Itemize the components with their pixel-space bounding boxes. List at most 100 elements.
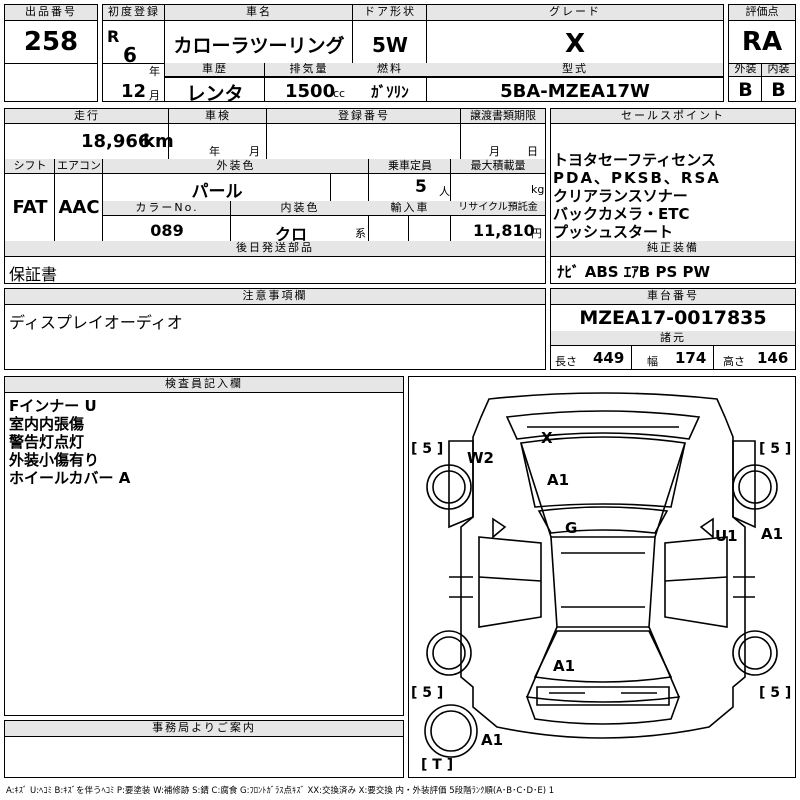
- doors-label: ドア形状: [353, 5, 427, 21]
- tire-rear-left: [ 5 ]: [411, 685, 444, 701]
- aircon-value: AAC: [58, 197, 100, 218]
- color-no-value: 089: [150, 221, 184, 240]
- model-name: カローラツーリング: [173, 35, 345, 57]
- registration-label: 登録番号: [267, 109, 461, 124]
- car-diagram: X W2 A1 G U1 A1 A1 A1 [ 5 ] [ 5 ] [ 5 ] …: [408, 376, 796, 778]
- inspector-line: 警告灯点灯: [9, 433, 85, 451]
- interior-label: 内装: [762, 63, 795, 77]
- color-no-label: カラーNo.: [103, 201, 231, 216]
- notes-box: 注意事項欄 ディスプレイオーディオ: [4, 288, 546, 370]
- model-name-label: 車名: [165, 5, 353, 21]
- vehicle-info-grid: 初度登録 車名 ドア形状 グレード R 6 年 カローラツーリング 5W X 車…: [102, 4, 724, 105]
- inspector-line: 外装小傷有り: [9, 451, 100, 469]
- fuel-value: ｶﾞｿﾘﾝ: [371, 83, 409, 101]
- grade-value: X: [564, 29, 586, 59]
- displacement-unit: cc: [333, 87, 346, 100]
- sales-point-line: トヨタセーフティセンス: [553, 151, 716, 169]
- fuel-label: 燃料: [353, 63, 427, 77]
- inspector-line: 室内内張傷: [9, 415, 85, 433]
- legend-text: A:ｷｽﾞ U:ﾍｺﾐ B:ｷｽﾞを伴うﾍｺﾐ P:要塗装 W:補修跡 S:錆 …: [6, 786, 555, 796]
- mark-rear-left: A1: [481, 731, 504, 749]
- era-mark: R: [107, 27, 120, 46]
- transfer-month-unit: 月: [489, 145, 500, 158]
- score-value: RA: [741, 27, 783, 57]
- exterior-score: B: [738, 79, 753, 101]
- shift-label: シフト: [5, 159, 55, 174]
- model-code-label: 型式: [427, 63, 723, 77]
- ext-color-value: パール: [191, 182, 243, 202]
- inspector-line: Fインナー U: [9, 397, 97, 415]
- model-code: 5BA-MZEA17W: [500, 81, 650, 102]
- sales-point-line: バックカメラ・ETC: [553, 205, 690, 223]
- sales-point-line: PDA、PKSB、RSA: [553, 169, 721, 187]
- width-value: 174: [675, 349, 707, 367]
- tire-spare: [ T ]: [421, 757, 454, 773]
- notes-label: 注意事項欄: [5, 289, 545, 305]
- equipment-value: ﾅﾋﾞ ABS ｴｱB PS PW: [557, 263, 711, 281]
- sales-points-box: セールスポイント トヨタセーフティセンス PDA、PKSB、RSA クリアランス…: [550, 108, 796, 284]
- capacity-value: 5: [415, 177, 427, 197]
- sales-point-line: プッシュスタート: [553, 223, 674, 241]
- score-label: 評価点: [729, 5, 795, 21]
- month-unit: 月: [149, 89, 160, 102]
- chassis-box: 車台番号 MZEA17-0017835 諸元 長さ 449 幅 174 高さ 1…: [550, 288, 796, 370]
- notes-value: ディスプレイオーディオ: [9, 313, 183, 332]
- mark-front-left-fender: W2: [467, 449, 494, 467]
- max-load-label: 最大積載量: [451, 159, 545, 174]
- capacity-label: 乗車定員: [369, 159, 451, 174]
- tire-rear-right: [ 5 ]: [759, 685, 792, 701]
- mark-trunk: A1: [553, 657, 576, 675]
- lot-number: 258: [23, 27, 79, 57]
- mileage-label: 走行: [5, 109, 169, 124]
- width-label: 幅: [647, 355, 658, 368]
- year-unit: 年: [149, 65, 160, 78]
- first-reg-year: 6: [123, 43, 137, 67]
- inspection-month-unit: 月: [249, 145, 260, 158]
- tire-front-right: [ 5 ]: [759, 441, 792, 457]
- office-label: 事務局よりご案内: [5, 721, 403, 737]
- transfer-day-unit: 日: [527, 145, 538, 158]
- lot-box: 出品番号 258: [4, 4, 98, 102]
- inspection-label: 車検: [169, 109, 267, 124]
- height-value: 146: [757, 349, 789, 367]
- mark-right-edge: A1: [761, 525, 784, 543]
- grade-label: グレード: [427, 5, 723, 21]
- mark-hood: A1: [547, 471, 570, 489]
- later-parts-label: 後日発送部品: [5, 241, 545, 257]
- inspection-year-unit: 年: [209, 145, 220, 158]
- sales-point-line: クリアランスソナー: [553, 187, 688, 205]
- chassis-number: MZEA17-0017835: [579, 307, 767, 329]
- specs-label: 諸元: [551, 331, 795, 346]
- first-reg-label: 初度登録: [103, 5, 165, 21]
- inspector-line: ホイールカバー A: [9, 469, 131, 487]
- int-color-unit: 系: [355, 227, 366, 240]
- shift-value: FAT: [12, 197, 48, 218]
- ext-color-label: 外装色: [103, 159, 369, 174]
- details-grid: 走行 車検 登録番号 譲渡書類期限 18,966 km 年 月 月 日 シフト …: [4, 108, 546, 284]
- mileage-value: 18,966: [81, 131, 151, 152]
- displacement-value: 1500: [285, 81, 336, 102]
- import-car-label: 輸入車: [369, 201, 451, 216]
- car-history: レンタ: [186, 83, 244, 105]
- mark-right-door: U1: [715, 527, 738, 545]
- equipment-label: 純正装備: [551, 241, 795, 257]
- exterior-label: 外装: [729, 63, 762, 77]
- mark-roof: G: [565, 519, 578, 537]
- first-reg-month: 12: [121, 81, 147, 102]
- inspector-label: 検査員記入欄: [5, 377, 403, 393]
- length-label: 長さ: [555, 355, 577, 368]
- chassis-label: 車台番号: [551, 289, 795, 305]
- sales-points-label: セールスポイント: [551, 109, 795, 124]
- interior-score: B: [771, 79, 786, 101]
- transfer-docs-label: 譲渡書類期限: [461, 109, 545, 124]
- lot-label: 出品番号: [5, 5, 97, 21]
- recycle-value: 11,810: [473, 221, 535, 240]
- mark-windshield: X: [541, 429, 553, 447]
- inspector-box: 検査員記入欄 Fインナー U 室内内張傷 警告灯点灯 外装小傷有り ホイールカバ…: [4, 376, 404, 716]
- int-color-label: 内装色: [231, 201, 369, 216]
- office-box: 事務局よりご案内: [4, 720, 404, 778]
- tire-front-left: [ 5 ]: [411, 441, 444, 457]
- capacity-unit: 人: [439, 185, 450, 198]
- recycle-label: リサイクル預託金: [451, 201, 545, 216]
- history-label: 車歴: [165, 63, 265, 77]
